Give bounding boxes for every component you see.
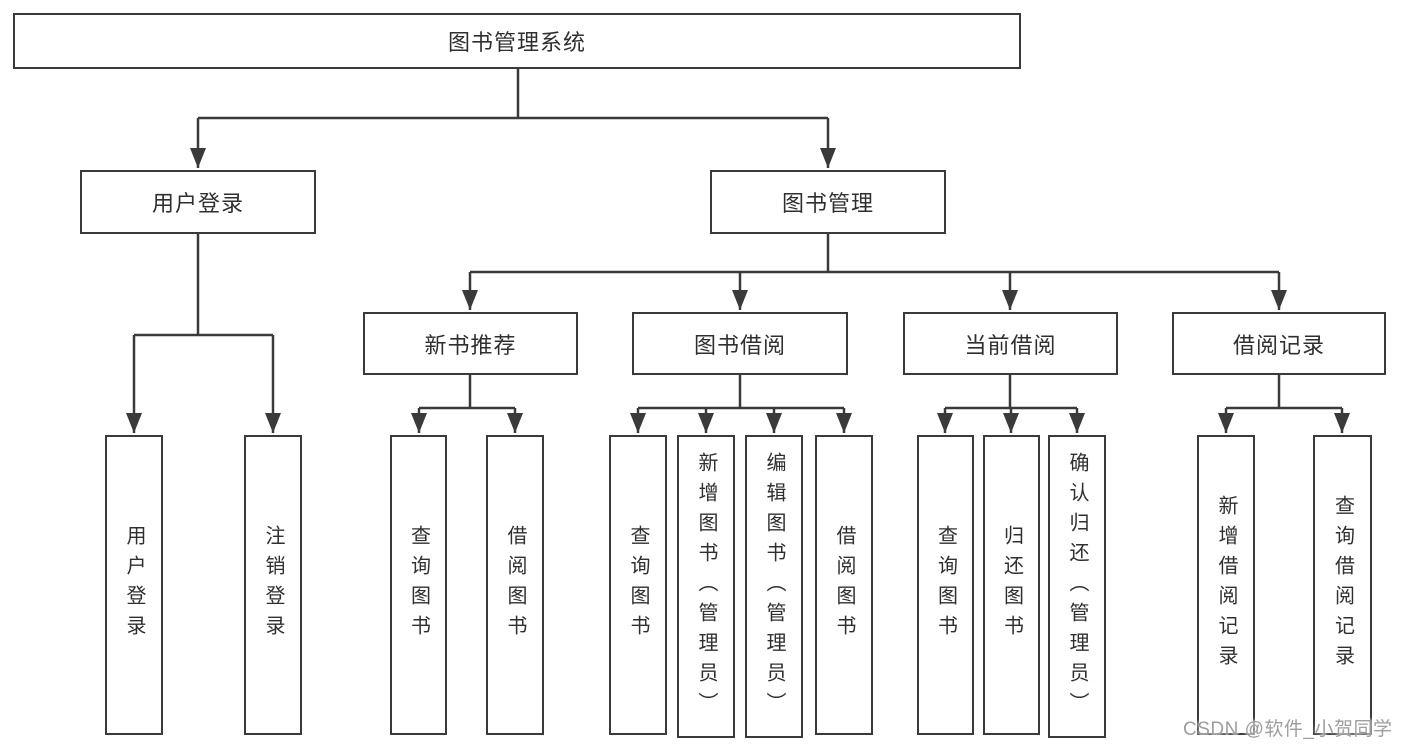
node-book-management: 图书管理 — [710, 170, 946, 234]
leaf-borrow-book-2: 借阅图书 — [815, 435, 873, 735]
node-label: 新增借阅记录 — [1215, 495, 1237, 675]
leaf-query-book-3: 查询图书 — [917, 435, 974, 735]
node-label: 注销登录 — [262, 525, 284, 645]
node-borrow-record: 借阅记录 — [1172, 312, 1386, 375]
node-current-borrow: 当前借阅 — [903, 312, 1118, 375]
node-label: 图书管理 — [781, 191, 874, 216]
leaf-add-borrow-record: 新增借阅记录 — [1197, 435, 1255, 735]
leaf-confirm-return-admin: 确认归还（管理员） — [1048, 435, 1106, 738]
node-label: 图书借阅 — [693, 332, 786, 358]
leaf-query-book-2: 查询图书 — [609, 435, 667, 735]
csdn-watermark: CSDN @软件_小贺同学 — [1183, 719, 1393, 740]
leaf-query-book-1: 查询图书 — [390, 435, 447, 735]
node-label: 编辑图书（管理员） — [763, 451, 785, 722]
node-label: 查询图书 — [407, 525, 430, 645]
node-label: 借阅图书 — [833, 525, 855, 645]
node-user-login: 用户登录 — [80, 170, 316, 234]
node-label: 新增图书（管理员） — [695, 451, 717, 722]
leaf-borrow-book-1: 借阅图书 — [486, 435, 544, 735]
node-label: 借阅图书 — [504, 525, 526, 645]
node-label: 用户登录 — [123, 525, 145, 645]
node-book-borrow: 图书借阅 — [632, 312, 848, 375]
node-new-book-recommend: 新书推荐 — [363, 312, 578, 375]
node-root-system: 图书管理系统 — [13, 13, 1021, 69]
node-label: 图书管理系统 — [447, 30, 586, 55]
node-label: 查询图书 — [627, 525, 649, 645]
node-label: 用户登录 — [151, 191, 244, 216]
leaf-logout: 注销登录 — [244, 435, 302, 735]
node-label: 当前借阅 — [964, 332, 1057, 358]
node-label: 查询借阅记录 — [1331, 495, 1354, 675]
node-label: 查询图书 — [934, 525, 957, 645]
leaf-return-book: 归还图书 — [983, 435, 1040, 735]
leaf-query-borrow-record: 查询借阅记录 — [1313, 435, 1372, 735]
leaf-edit-book-admin: 编辑图书（管理员） — [745, 435, 803, 738]
node-label: 借阅记录 — [1232, 332, 1325, 358]
leaf-user-login: 用户登录 — [105, 435, 163, 735]
node-label: 新书推荐 — [424, 332, 517, 358]
node-label: 确认归还（管理员） — [1066, 451, 1088, 722]
leaf-add-book-admin: 新增图书（管理员） — [677, 435, 735, 738]
node-label: 归还图书 — [1000, 525, 1023, 645]
